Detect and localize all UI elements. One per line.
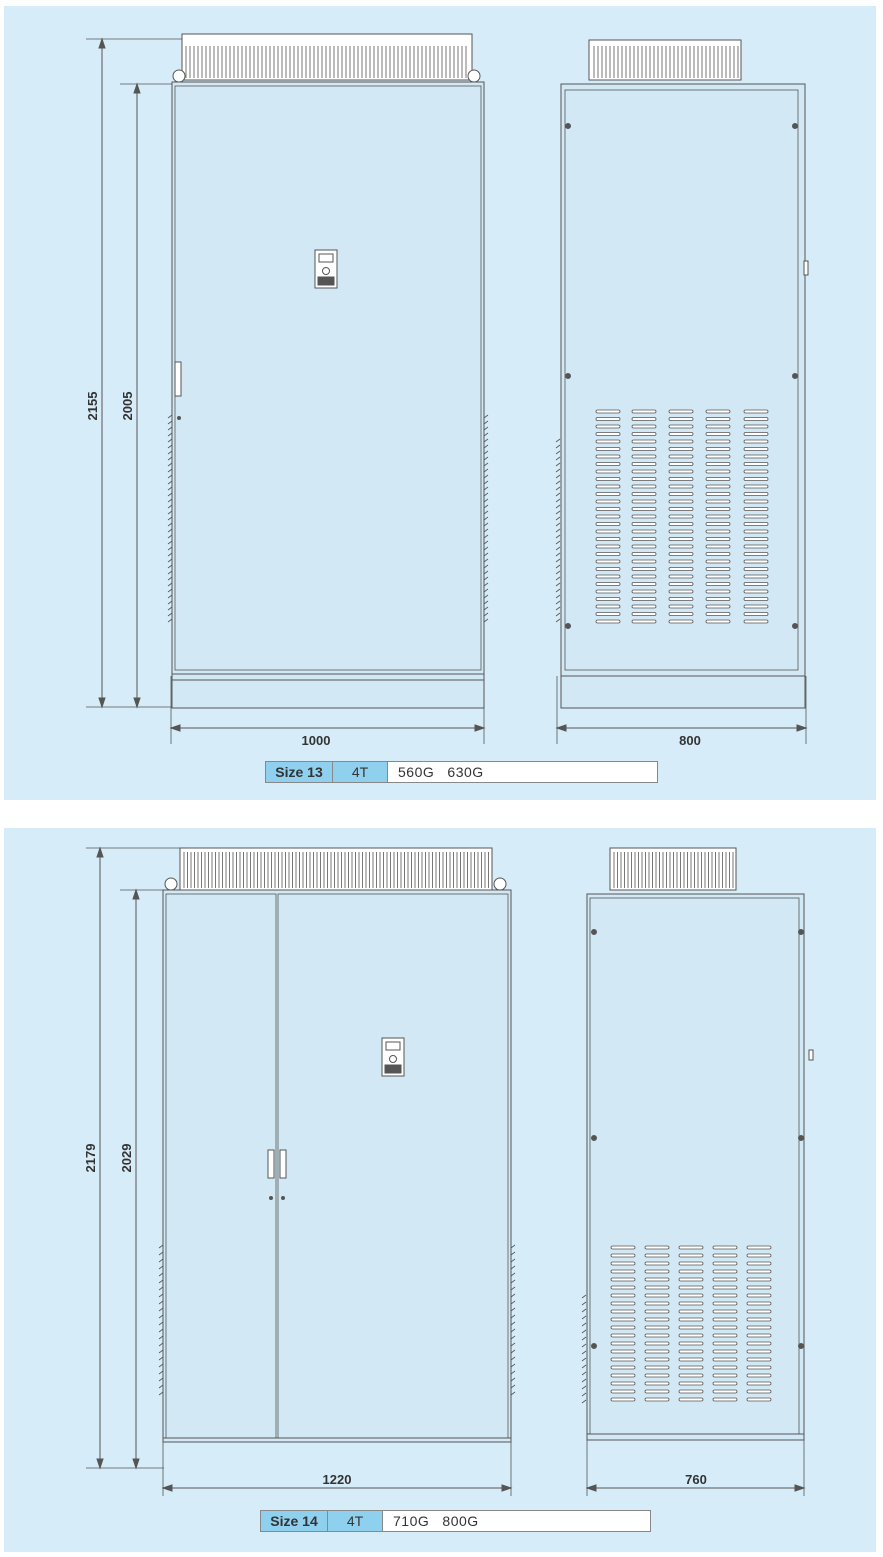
size14-height-body-label: 2029 [119, 1144, 134, 1173]
size14-size-cell: Size 14 [261, 1511, 328, 1531]
size13-models-cell: 560G 630G [398, 764, 484, 780]
size13-panel: 2155 2005 1000 800 Size 13 4T 560G 630G [4, 6, 876, 800]
size14-height-total-label: 2179 [83, 1144, 98, 1173]
size14-drawing: 2179 2029 1220 760 [83, 846, 814, 1496]
size14-width-front-label: 1220 [323, 1472, 352, 1487]
size13-height-body-label: 2005 [120, 392, 135, 421]
size13-voltage-cell: 4T [333, 762, 388, 782]
size13-drawing: 2155 2005 1000 800 [85, 33, 809, 748]
size14-voltage-cell: 4T [328, 1511, 383, 1531]
size14-models-cell: 710G 800G [393, 1513, 479, 1529]
size13-spec-table: Size 13 4T 560G 630G [265, 761, 658, 783]
size13-height-total-label: 2155 [85, 392, 100, 421]
size13-width-side-label: 800 [679, 733, 701, 748]
size14-spec-table: Size 14 4T 710G 800G [260, 1510, 651, 1532]
size13-size-cell: Size 13 [266, 762, 333, 782]
size14-width-side-label: 760 [685, 1472, 707, 1487]
size13-width-front-label: 1000 [302, 733, 331, 748]
size14-panel: 2179 2029 1220 760 Size 14 4T 710G 800G [4, 828, 876, 1552]
